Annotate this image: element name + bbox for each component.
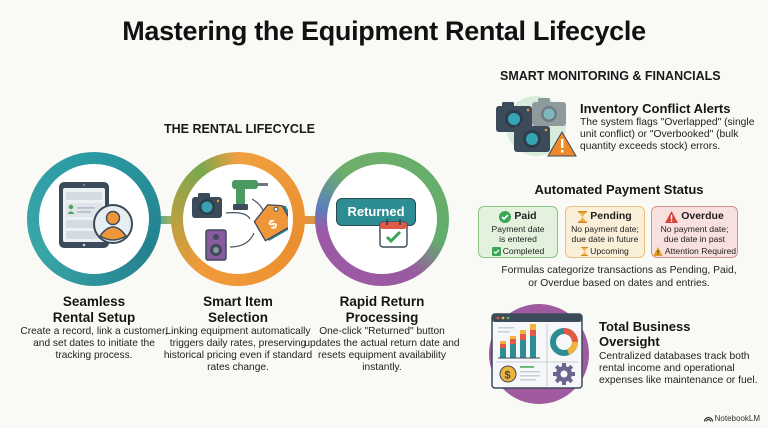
oversight-title: Total Business Oversight [599,319,691,349]
tablet-customer-icon [59,182,133,248]
status-card-overdue: Overdue No payment date;due date in past… [651,206,738,258]
warning-icon [665,210,679,223]
inventory-alerts-title: Inventory Conflict Alerts [580,101,731,116]
equipment-price-tag-icon: $ [192,180,288,261]
payment-status-title: Automated Payment Status [534,182,704,197]
camera-conflict-icon [496,96,577,157]
step-desc-return: One-click "Returned" button updates the … [304,326,460,373]
status-card-pending: Pending No payment date;due date in futu… [565,206,645,258]
check-circle-icon [499,210,512,223]
dashboard-icon: $ [489,304,589,404]
lifecycle-heading: THE RENTAL LIFECYCLE [164,122,315,136]
notebooklm-logo-icon [703,416,713,422]
connector-1-2 [150,216,186,224]
calendar-check-icon [379,219,408,248]
warning-small-icon [653,247,663,256]
monitoring-heading: SMART MONITORING & FINANCIALS [500,69,721,83]
page-title: Mastering the Equipment Rental Lifecycle [122,16,646,46]
svg-text:$: $ [505,370,511,382]
hourglass-small-icon [581,247,589,256]
payment-status-note: Formulas categorize transactions as Pend… [501,265,737,289]
step-desc-selection: Linking equipment automatically triggers… [163,326,313,373]
oversight-desc: Centralized databases track both rental … [599,351,758,386]
checkbox-icon [491,247,501,256]
brand-watermark: NotebookLM [703,414,760,423]
step-desc-setup: Create a record, link a customer, and se… [20,326,168,361]
hourglass-icon [578,210,588,223]
inventory-alerts-desc: The system flags "Overlapped" (single un… [580,117,755,152]
connector-2-3 [294,216,330,224]
